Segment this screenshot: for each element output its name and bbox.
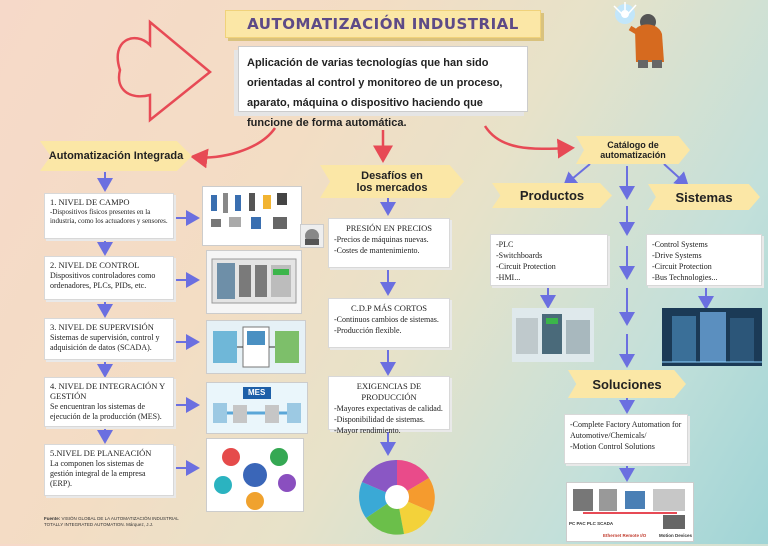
- systems-item: -Circuit Protection: [652, 262, 712, 271]
- level-text: Dispositivos controladores como ordenado…: [50, 271, 156, 290]
- challenge-card-2: C.D.P MÁS CORTOS -Continuos cambios de s…: [328, 298, 450, 348]
- tag-label: Productos: [519, 188, 585, 203]
- solutions-card: -Complete Factory Automation for Automot…: [564, 414, 688, 464]
- level-4-card: 4. NIVEL DE INTEGRACIÓN Y GESTIÓN Se enc…: [44, 377, 174, 427]
- challenge-line: -Producción flexible.: [334, 326, 402, 335]
- challenge-card-1: PRESIÓN EN PRECIOS -Precios de máquinas …: [328, 218, 450, 268]
- tag-label: Soluciones: [592, 376, 662, 392]
- systems-item: -Bus Technologies...: [652, 273, 718, 282]
- mes-image: MES: [206, 382, 308, 434]
- motion-devices-label: Motion Devices: [659, 533, 693, 538]
- tag-label: Automatización Integrada: [48, 150, 184, 162]
- source-text: VISIÓN GLOBAL DE LA AUTOMATIZACIÓN INDUS…: [44, 516, 179, 527]
- challenge-line: -Continuos cambios de sistemas.: [334, 315, 439, 324]
- products-item: -Circuit Protection: [496, 262, 556, 271]
- challenge-line: -Mayores expectativas de calidad.: [334, 404, 443, 413]
- remote-io-label: Ethernet Remote I/O: [603, 533, 647, 538]
- mes-label: MES: [248, 388, 266, 397]
- plc-image: [206, 250, 302, 314]
- tag-soluciones: Soluciones: [568, 370, 686, 398]
- level-1-card: 1. NIVEL DE CAMPO -Dispositivos físicos …: [44, 193, 174, 239]
- level-text: La componen los sistemas de gestión inte…: [50, 459, 146, 488]
- level-text: -Dispositivos físicos presentes en la in…: [50, 208, 168, 225]
- source-note: Fuente: VISIÓN GLOBAL DE LA AUTOMATIZACI…: [44, 516, 194, 528]
- tag-sistemas: Sistemas: [648, 184, 760, 210]
- solutions-item: -Complete Factory Automation for Automot…: [570, 420, 682, 440]
- level-2-card: 2. NIVEL DE CONTROL Dispositivos control…: [44, 256, 174, 300]
- challenge-line: -Costes de mantenimiento.: [334, 246, 420, 255]
- challenge-heading: EXIGENCIAS DE PRODUCCIÓN: [356, 381, 422, 402]
- systems-image: [662, 308, 762, 366]
- challenge-line: -Precios de máquinas nuevas.: [334, 235, 429, 244]
- source-prefix: Fuente:: [44, 516, 61, 521]
- challenge-heading: PRESIÓN EN PRECIOS: [346, 223, 432, 233]
- solutions-item: -Motion Control Solutions: [570, 442, 655, 451]
- products-item: -HMI...: [496, 273, 521, 282]
- products-card: -PLC -Switchboards -Circuit Protection -…: [490, 234, 608, 286]
- cycle-diagram-image: [340, 456, 454, 538]
- sensors-image: [202, 186, 302, 246]
- big-red-arrow: [116, 19, 212, 123]
- red-arrow-left: [190, 127, 277, 169]
- scada-image: [206, 320, 306, 374]
- challenge-line: -Disponibilidad de sistemas.: [334, 415, 425, 424]
- level-3-card: 3. NIVEL DE SUPERVISIÓN Sistemas de supe…: [44, 318, 174, 360]
- challenge-card-3: EXIGENCIAS DE PRODUCCIÓN -Mayores expect…: [328, 376, 450, 435]
- tag-productos: Productos: [492, 183, 612, 208]
- products-image: [512, 308, 594, 362]
- erp-image: [206, 438, 304, 512]
- tag-catalogo: Catálogo de automatización: [576, 136, 690, 164]
- systems-item: -Drive Systems: [652, 251, 702, 260]
- products-item: -PLC: [496, 240, 514, 249]
- red-arrow-right: [483, 125, 575, 159]
- level-5-card: 5.NIVEL DE PLANEACIÓN La componen los si…: [44, 444, 174, 496]
- welder-illustration: [600, 0, 670, 70]
- challenge-heading: C.D.P MÁS CORTOS: [350, 303, 427, 313]
- plc-scada-label: PC PAC PLC SCADA: [569, 521, 614, 526]
- level-heading: 5.NIVEL DE PLANEACIÓN: [50, 448, 152, 458]
- page-title: AUTOMATIZACIÓN INDUSTRIAL: [225, 10, 541, 38]
- actuators-image: [300, 224, 324, 248]
- tag-automatizacion-integrada: Automatización Integrada: [40, 141, 192, 171]
- systems-item: -Control Systems: [652, 240, 708, 249]
- solutions-image: PC PAC PLC SCADA Ethernet Remote I/O Mot…: [566, 482, 694, 542]
- tag-label: Catálogo de automatización: [600, 140, 666, 160]
- products-item: -Switchboards: [496, 251, 543, 260]
- level-heading: 2. NIVEL DE CONTROL: [50, 260, 140, 270]
- level-heading: 1. NIVEL DE CAMPO: [50, 197, 130, 207]
- level-heading: 3. NIVEL DE SUPERVISIÓN: [50, 322, 154, 332]
- systems-card: -Control Systems -Drive Systems -Circuit…: [646, 234, 762, 286]
- challenge-line: -Mayor rendimiento.: [334, 426, 401, 435]
- tag-label: Sistemas: [675, 189, 733, 205]
- definition-box: Aplicación de varias tecnologías que han…: [238, 46, 528, 129]
- level-heading: 4. NIVEL DE INTEGRACIÓN Y GESTIÓN: [50, 381, 165, 401]
- level-text: Se encuentran los sistemas de ejecución …: [50, 402, 162, 421]
- tag-label: Desafíos en los mercados: [356, 169, 428, 194]
- tag-desafios: Desafíos en los mercados: [320, 165, 464, 198]
- level-text: Sistemas de supervisión, control y adqui…: [50, 333, 160, 352]
